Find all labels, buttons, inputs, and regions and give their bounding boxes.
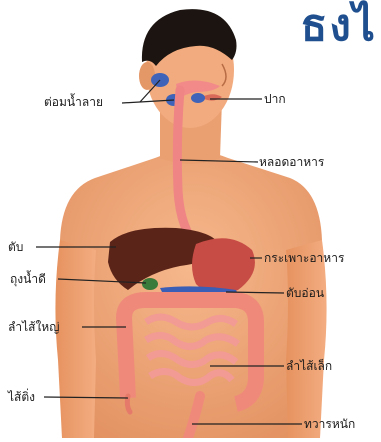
label-salivary-gland: ต่อมน้ำลาย xyxy=(44,95,103,109)
label-esophagus: หลอดอาหาร xyxy=(259,155,324,169)
gallbladder xyxy=(142,278,158,290)
label-gallbladder: ถุงน้ำดี xyxy=(10,272,46,286)
label-small-intestine: ลำไส้เล็ก xyxy=(286,359,332,373)
corner-text: ธงไ xyxy=(301,0,377,60)
label-large-intestine: ลำไส้ใหญ่ xyxy=(8,320,59,334)
label-liver: ตับ xyxy=(8,240,23,254)
label-appendix: ไส้ติ่ง xyxy=(8,390,35,404)
label-mouth: ปาก xyxy=(264,92,286,106)
ear xyxy=(139,62,155,90)
left-arm xyxy=(55,240,96,438)
label-anus: ทวารหนัก xyxy=(304,417,355,431)
label-stomach: กระเพาะอาหาร xyxy=(264,251,344,265)
label-pancreas: ตับอ่อน xyxy=(286,286,324,300)
right-arm xyxy=(286,240,327,438)
salivary-gland-front xyxy=(191,93,205,103)
